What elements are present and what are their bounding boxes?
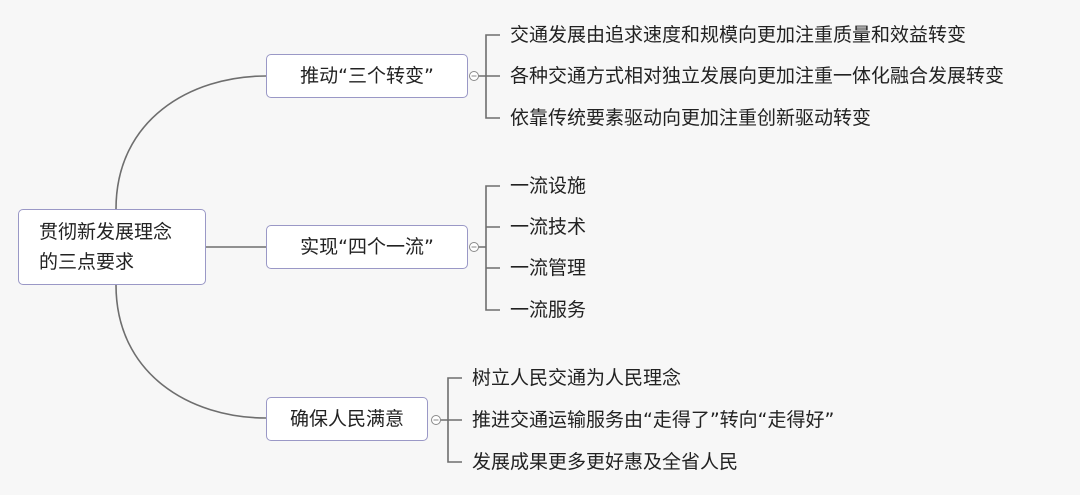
- leaf-item[interactable]: 一流技术: [510, 216, 587, 238]
- branch-node-3[interactable]: 确保人民满意: [266, 397, 428, 441]
- leaf-item[interactable]: 一流设施: [510, 175, 587, 197]
- connector-root-branch-3: [115, 284, 267, 419]
- leaf-item[interactable]: 发展成果更多更好惠及全省人民: [472, 451, 739, 473]
- root-node-label: 贯彻新发展理念的三点要求: [39, 221, 173, 273]
- leaf-item[interactable]: 树立人民交通为人民理念: [472, 367, 682, 389]
- branch-node-3-label: 确保人民满意: [289, 408, 404, 430]
- branch-node-2-label: 实现“四个一流”: [300, 236, 434, 258]
- leaf-item[interactable]: 一流服务: [510, 299, 587, 321]
- bracket-branch-1: [478, 34, 500, 119]
- leaf-item[interactable]: 依靠传统要素驱动向更加注重创新驱动转变: [510, 107, 872, 129]
- bracket-branch-2: [478, 185, 500, 311]
- bracket-branch-3: [440, 377, 462, 463]
- branch-node-1-label: 推动“三个转变”: [300, 65, 434, 87]
- branch-node-1[interactable]: 推动“三个转变”: [266, 54, 468, 98]
- leaf-item[interactable]: 一流管理: [510, 257, 587, 279]
- branch-node-2[interactable]: 实现“四个一流”: [266, 225, 468, 269]
- leaf-item[interactable]: 交通发展由追求速度和规模向更加注重质量和效益转变: [510, 24, 967, 46]
- leaf-item[interactable]: 各种交通方式相对独立发展向更加注重一体化融合发展转变: [510, 65, 1005, 87]
- leaf-item[interactable]: 推进交通运输服务由“走得了”转向“走得好”: [472, 409, 835, 431]
- connector-root-branch-1: [115, 75, 267, 210]
- root-node[interactable]: 贯彻新发展理念的三点要求: [18, 209, 206, 285]
